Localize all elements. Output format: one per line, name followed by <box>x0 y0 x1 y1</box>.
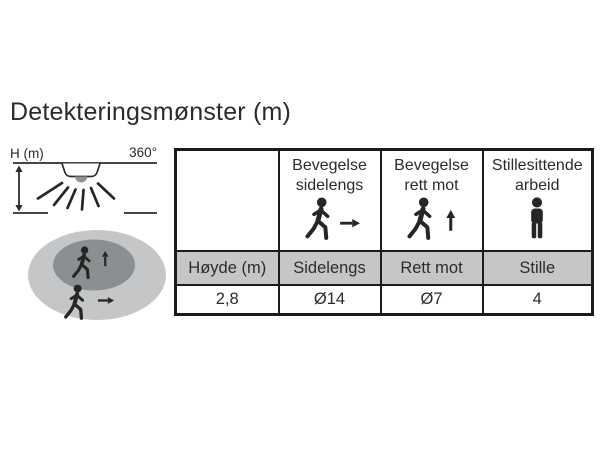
value-cell-toward: Ø7 <box>379 284 484 316</box>
page-title: Detekteringsmønster (m) <box>10 98 292 126</box>
height-arrow-icon <box>15 165 23 212</box>
inner-detection-zone <box>53 239 135 291</box>
header-cell-empty <box>174 148 280 252</box>
header-cell-sedentary: Stillesittende arbeid <box>481 148 594 252</box>
header-cell-sideways: Bevegelse sidelengs <box>277 148 382 252</box>
header-label-toward: Bevegelse rett mot <box>394 157 469 194</box>
detection-table: Bevegelse sidelengs Bevegelse rett mot <box>174 148 594 316</box>
person-walking-up-icon <box>382 197 481 246</box>
value-cell-height: 2,8 <box>174 284 280 316</box>
value-cell-sideways: Ø14 <box>277 284 382 316</box>
table-header-row: Bevegelse sidelengs Bevegelse rett mot <box>174 148 594 252</box>
mounting-height-label: H (m) <box>10 146 44 161</box>
table-value-row: 2,8 Ø14 Ø7 4 <box>174 284 594 316</box>
header-label-sedentary: Stillesittende arbeid <box>491 157 583 194</box>
label-cell-still: Stille <box>481 250 594 286</box>
value-cell-still: 4 <box>481 284 594 316</box>
label-cell-height: Høyde (m) <box>174 250 280 286</box>
header-label-sideways: Bevegelse sidelengs <box>292 157 367 194</box>
header-cell-toward: Bevegelse rett mot <box>379 148 484 252</box>
table-label-row: Høyde (m) Sidelengs Rett mot Stille <box>174 250 594 286</box>
label-cell-sideways: Sidelengs <box>277 250 382 286</box>
person-walking-right-icon <box>280 197 379 246</box>
coverage-angle-label: 360° <box>129 145 157 160</box>
detection-zones <box>28 230 166 320</box>
label-cell-toward: Rett mot <box>379 250 484 286</box>
person-standing-icon <box>485 197 591 246</box>
ceiling-sensor-icon <box>61 163 101 183</box>
detection-rays-icon <box>36 181 116 211</box>
detection-pattern-diagram: H (m) 360° <box>10 145 166 340</box>
